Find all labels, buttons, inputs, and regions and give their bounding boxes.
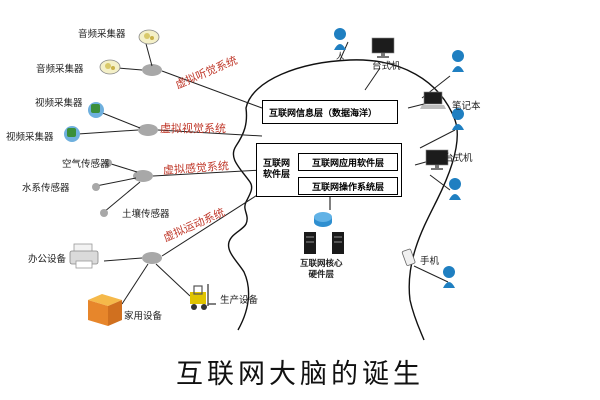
- air-sensor-label: 空气传感器: [62, 159, 110, 170]
- phone-icon: [401, 248, 416, 266]
- router-icon: [314, 212, 332, 227]
- info-layer-label: 互联网信息层（数据海洋）: [269, 108, 378, 119]
- laptop-label: 笔记本: [452, 101, 481, 112]
- diagram-caption: 互联网大脑的诞生: [176, 359, 424, 390]
- soil-sensor-label: 土壤传感器: [122, 209, 170, 220]
- server-icon: [304, 232, 316, 254]
- desktop-icon: [425, 149, 449, 170]
- video-collector-icon: [64, 126, 80, 142]
- left-connectors: [77, 39, 263, 305]
- office-equipment-label: 办公设备: [28, 254, 67, 265]
- production-equipment-label: 生产设备: [220, 295, 259, 306]
- home-equipment-label: 家用设备: [124, 311, 163, 322]
- soil-sensor-dot: [100, 209, 108, 217]
- air-sensor-dot: [104, 159, 112, 167]
- vision-node: [138, 124, 158, 136]
- printer-icon: [69, 243, 99, 269]
- server-icon: [332, 232, 344, 254]
- vision-system-label: 虚拟视觉系统: [160, 122, 226, 135]
- video-collector-icon: [88, 102, 104, 118]
- laptop-icon: [420, 91, 446, 109]
- sensing-node: [133, 170, 153, 182]
- app-layer-label: 互联网应用软件层: [311, 158, 384, 169]
- software-layer-label: 互联网 软件层: [263, 158, 291, 180]
- phone-label: 手机: [420, 256, 440, 267]
- person-label: 人: [336, 52, 345, 62]
- person-icon: [449, 178, 461, 200]
- desktop-label-1: 台式机: [372, 61, 401, 72]
- app-layer-box: 互联网应用软件层: [298, 153, 398, 171]
- desktop-icon: [371, 37, 395, 58]
- person-icon: [443, 266, 455, 288]
- water-sensor-label: 水系传感器: [22, 183, 70, 194]
- os-layer-label: 互联网操作系统层: [311, 182, 384, 193]
- person-icon: [452, 108, 464, 130]
- motion-node: [142, 252, 162, 264]
- forklift-icon: [190, 284, 216, 310]
- home-appliance-icon: [88, 294, 122, 326]
- os-layer-box: 互联网操作系统层: [298, 177, 398, 195]
- video-collector-label-1: 视频采集器: [35, 98, 83, 109]
- person-icon: [452, 50, 464, 72]
- hearing-node: [142, 64, 162, 76]
- video-collector-label-2: 视频采集器: [6, 132, 54, 143]
- head-outline: [227, 59, 458, 341]
- audio-collector-label-2: 音频采集器: [36, 64, 84, 75]
- audio-collector-icon: [138, 29, 160, 45]
- person-icon: [334, 28, 346, 50]
- core-hardware-label: 互联网核心 硬件层: [300, 259, 343, 280]
- audio-collector-icon: [99, 59, 121, 75]
- desktop-label-2: 台式机: [444, 153, 473, 164]
- audio-collector-label-1: 音频采集器: [78, 29, 126, 40]
- info-layer-box: 互联网信息层（数据海洋）: [262, 100, 398, 124]
- water-sensor-dot: [92, 183, 100, 191]
